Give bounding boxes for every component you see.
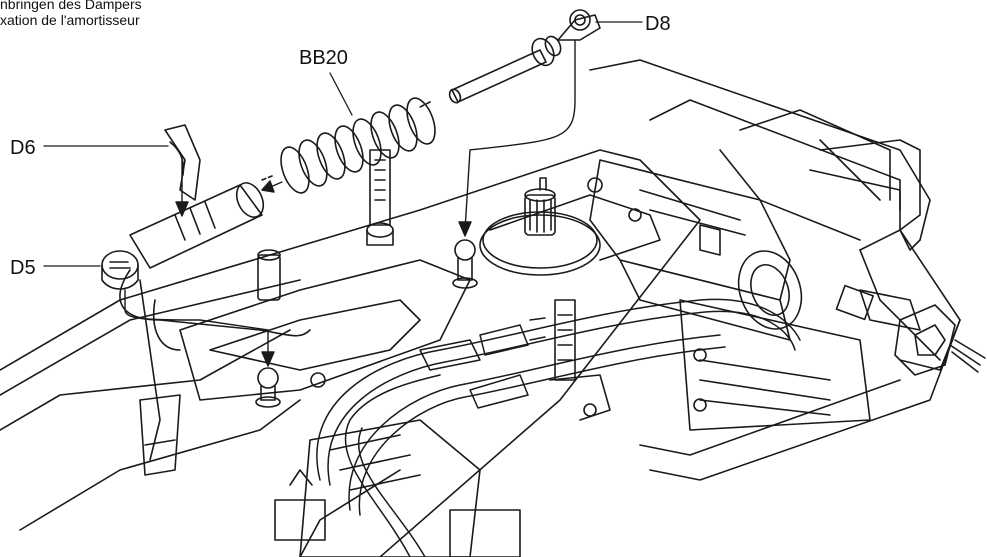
d5-cap: [101, 250, 139, 280]
caption-line-1: nbringen des Dampers: [0, 0, 142, 12]
arrow-path-d8: [464, 39, 576, 231]
arrow-head-icon: [458, 221, 472, 237]
spring-bb20: [280, 97, 436, 194]
callout-label-bb20: BB20: [299, 47, 348, 69]
rear-axle-hub: [835, 284, 986, 376]
spur-gear-assembly: [479, 177, 661, 276]
callout-label-d6: D6: [10, 137, 36, 159]
assembly-arrows: [124, 39, 576, 367]
d6-clip: [164, 124, 201, 201]
arrow-head-icon: [261, 180, 275, 193]
motor-unit: [587, 159, 871, 431]
ball-studs: [255, 239, 478, 408]
arrow-head-icon: [261, 351, 275, 367]
shock-body: [101, 124, 273, 290]
leader-line-bb20: [329, 72, 353, 116]
chassis-plate: [0, 149, 701, 557]
screw-icon: [693, 348, 707, 362]
left-arm: [119, 269, 311, 461]
arrow-head-icon: [175, 201, 189, 217]
callout-label-d5: D5: [10, 257, 36, 279]
esc-block: [274, 419, 521, 557]
shock-rod-d8: [419, 9, 601, 108]
callout-label-d8: D8: [645, 13, 671, 35]
arrow-path-d5: [124, 289, 269, 361]
rear-frame: [589, 59, 961, 481]
screw-icon: [693, 398, 707, 412]
motor-wires: [316, 298, 801, 557]
screw-icon: [628, 208, 642, 222]
leader-lines: [43, 21, 643, 267]
d8-rod-end: [569, 9, 591, 31]
caption-line-2: xation de l'amortisseur: [0, 12, 140, 28]
